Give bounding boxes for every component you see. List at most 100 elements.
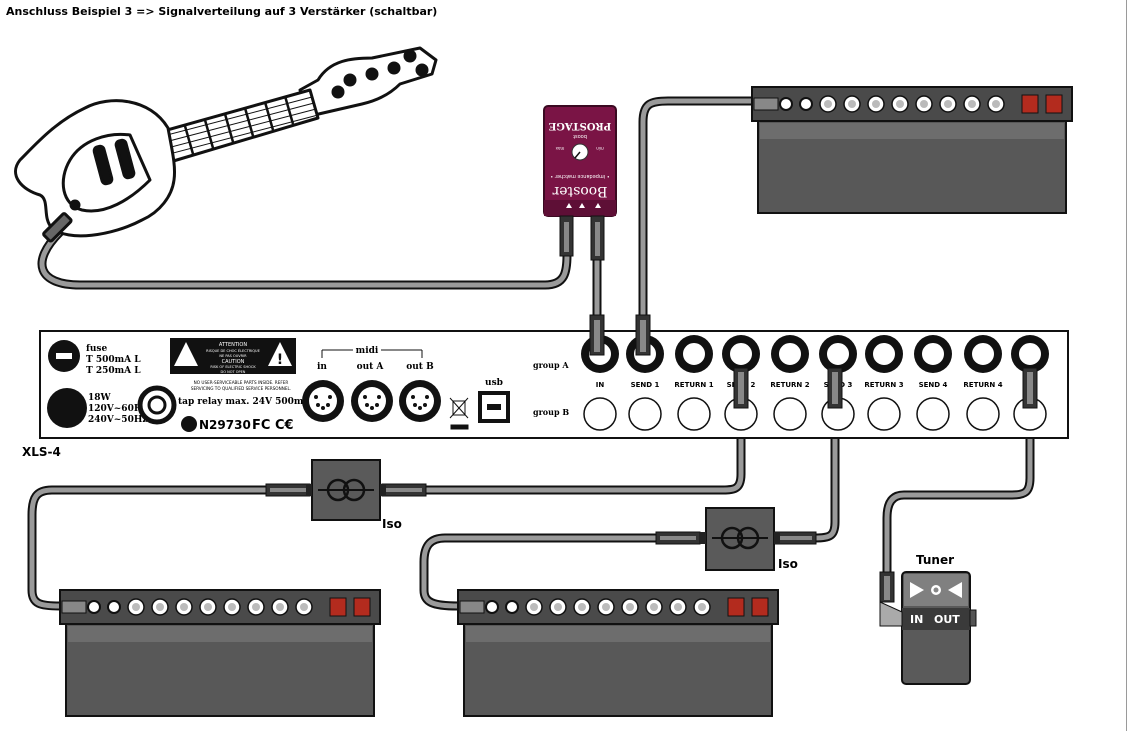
amp-switch xyxy=(353,597,371,617)
tuning-pegs xyxy=(331,49,429,99)
usb-label: usb xyxy=(485,378,503,388)
tuner-label: Tuner xyxy=(916,553,954,567)
amp-switch xyxy=(751,597,769,617)
warning-line-5: RISK OF ELECTRIC SHOCK xyxy=(210,365,256,369)
diagram-title: Anschluss Beispiel 3 => Signalverteilung… xyxy=(6,5,438,18)
booster-knob-max: max xyxy=(555,146,564,151)
transformer-icon xyxy=(720,526,744,550)
jack-group-b-2 xyxy=(628,397,662,431)
jack-label: RETURN 3 xyxy=(864,381,903,389)
weee-bin-icon xyxy=(449,397,469,430)
caution-icon xyxy=(268,342,292,366)
booster-knob-min: min xyxy=(596,146,604,151)
midi-in-port xyxy=(302,380,344,422)
fuse-rating-2: T 250mA L xyxy=(86,366,141,376)
guitar-pickup-2 xyxy=(114,138,136,180)
xls-plugs xyxy=(589,314,1038,409)
model-label: XLS-4 xyxy=(22,445,61,459)
jack-group-b-5 xyxy=(773,397,807,431)
tuner-flat-arrow-icon xyxy=(910,582,924,598)
guitar-neck xyxy=(158,88,320,164)
tuner-in-label: IN xyxy=(910,613,923,626)
warning-line-2: RISQUE DE CHOC ÉLECTRIQUE xyxy=(206,348,260,353)
guitar-plug xyxy=(42,212,73,243)
group-a-label: group A xyxy=(533,360,569,370)
notice-line-2: SERVICING TO QUALIFIED SERVICE PERSONNEL… xyxy=(191,386,291,391)
amplifiers xyxy=(59,86,1073,717)
transformer-icon xyxy=(326,478,350,502)
booster-brand: PROSTAGE xyxy=(548,120,611,131)
warning-line-1: ATTENTION xyxy=(219,342,247,348)
fuse-label: fuse xyxy=(86,344,107,354)
midi-out-a-port xyxy=(351,380,393,422)
booster-name: Booster xyxy=(552,183,607,199)
amp-top xyxy=(751,86,1073,214)
amp-switch xyxy=(1045,94,1063,114)
midi-label: midi xyxy=(356,346,379,356)
amp-switch xyxy=(1021,94,1039,114)
midi-out-b-port xyxy=(399,380,441,422)
cable-send1-to-top-amp xyxy=(638,96,757,327)
amp-bottom-left xyxy=(59,589,381,717)
booster-subtitle: • impedance matcher • xyxy=(550,173,609,179)
tap-relay-label: tap relay max. 24V 500mA xyxy=(178,397,311,407)
group-b-jacks xyxy=(583,397,1047,431)
jack-label: SEND 1 xyxy=(631,381,660,389)
iso-box-1: Iso xyxy=(265,459,427,531)
jack-label: RETURN 4 xyxy=(963,381,1002,389)
page-border xyxy=(1126,0,1127,731)
midi-ports xyxy=(302,380,441,422)
csa-logo-icon xyxy=(181,416,197,432)
tuner-out-label: OUT xyxy=(934,613,960,626)
guitar-pickup-1 xyxy=(92,144,114,186)
power-inlet xyxy=(47,388,87,428)
cert-number: N29730 xyxy=(199,418,251,432)
jack-label: RETURN 1 xyxy=(674,381,713,389)
cable-send4-to-tuner xyxy=(882,373,1035,580)
jack-label: IN xyxy=(596,381,605,389)
jack-label: RETURN 2 xyxy=(770,381,809,389)
svg-text:!: ! xyxy=(277,352,283,368)
jack-group-b-8 xyxy=(916,397,950,431)
power-volt-2: 240V~50Hz xyxy=(88,415,147,425)
fuse-rating-1: T 500mA L xyxy=(86,355,141,365)
power-volt-1: 120V~60Hz xyxy=(88,404,147,414)
warning-line-3: NE PAS OUVRIR xyxy=(219,354,247,358)
notice-line-1: NO USER-SERVICEABLE PARTS INSIDE. REFER xyxy=(194,380,289,385)
warning-line-4: CAUTION xyxy=(222,359,245,365)
shock-warning-icon xyxy=(174,342,198,366)
cable-send2-to-amp-left xyxy=(27,387,746,611)
midi-in-label: in xyxy=(317,362,327,372)
booster-jack-arrows xyxy=(566,203,601,208)
amp-bottom-middle xyxy=(457,589,779,717)
warning-line-6: DO NOT OPEN xyxy=(221,370,246,374)
booster-knob-label: boost xyxy=(573,133,587,139)
jack-group-b-9 xyxy=(966,397,1000,431)
booster-plugs xyxy=(559,215,605,261)
jack-group-b-1 xyxy=(583,397,617,431)
iso-label-1: Iso xyxy=(382,517,402,531)
group-a-jacks xyxy=(581,335,1049,373)
jack-label: SEND 4 xyxy=(919,381,948,389)
midi-out-a-label: out A xyxy=(357,362,385,372)
group-b-label: group B xyxy=(533,407,569,417)
cable-guitar-to-booster xyxy=(37,227,572,290)
iso-box-2: Iso xyxy=(655,507,817,571)
amp-input-plug xyxy=(459,600,485,614)
guitar-headstock xyxy=(298,46,438,118)
booster-pedal: PROSTAGE boost min max • impedance match… xyxy=(543,105,617,261)
amp-input-plug xyxy=(753,97,779,111)
iso-label-2: Iso xyxy=(778,557,798,571)
fcc-ce-logo-icon: FC C€ xyxy=(252,418,294,433)
amp-input-plug xyxy=(61,600,87,614)
jack-group-b-7 xyxy=(867,397,901,431)
power-watt: 18W xyxy=(88,393,112,403)
guitar xyxy=(14,46,438,243)
midi-out-b-label: out B xyxy=(406,362,434,372)
tuner-pedal: Tuner IN OUT xyxy=(879,553,977,685)
jack-group-b-3 xyxy=(677,397,711,431)
tuner-sharp-arrow-icon xyxy=(948,582,962,598)
xls4-panel: fuse T 500mA L T 250mA L 18W 120V~60Hz 2… xyxy=(22,330,1069,459)
